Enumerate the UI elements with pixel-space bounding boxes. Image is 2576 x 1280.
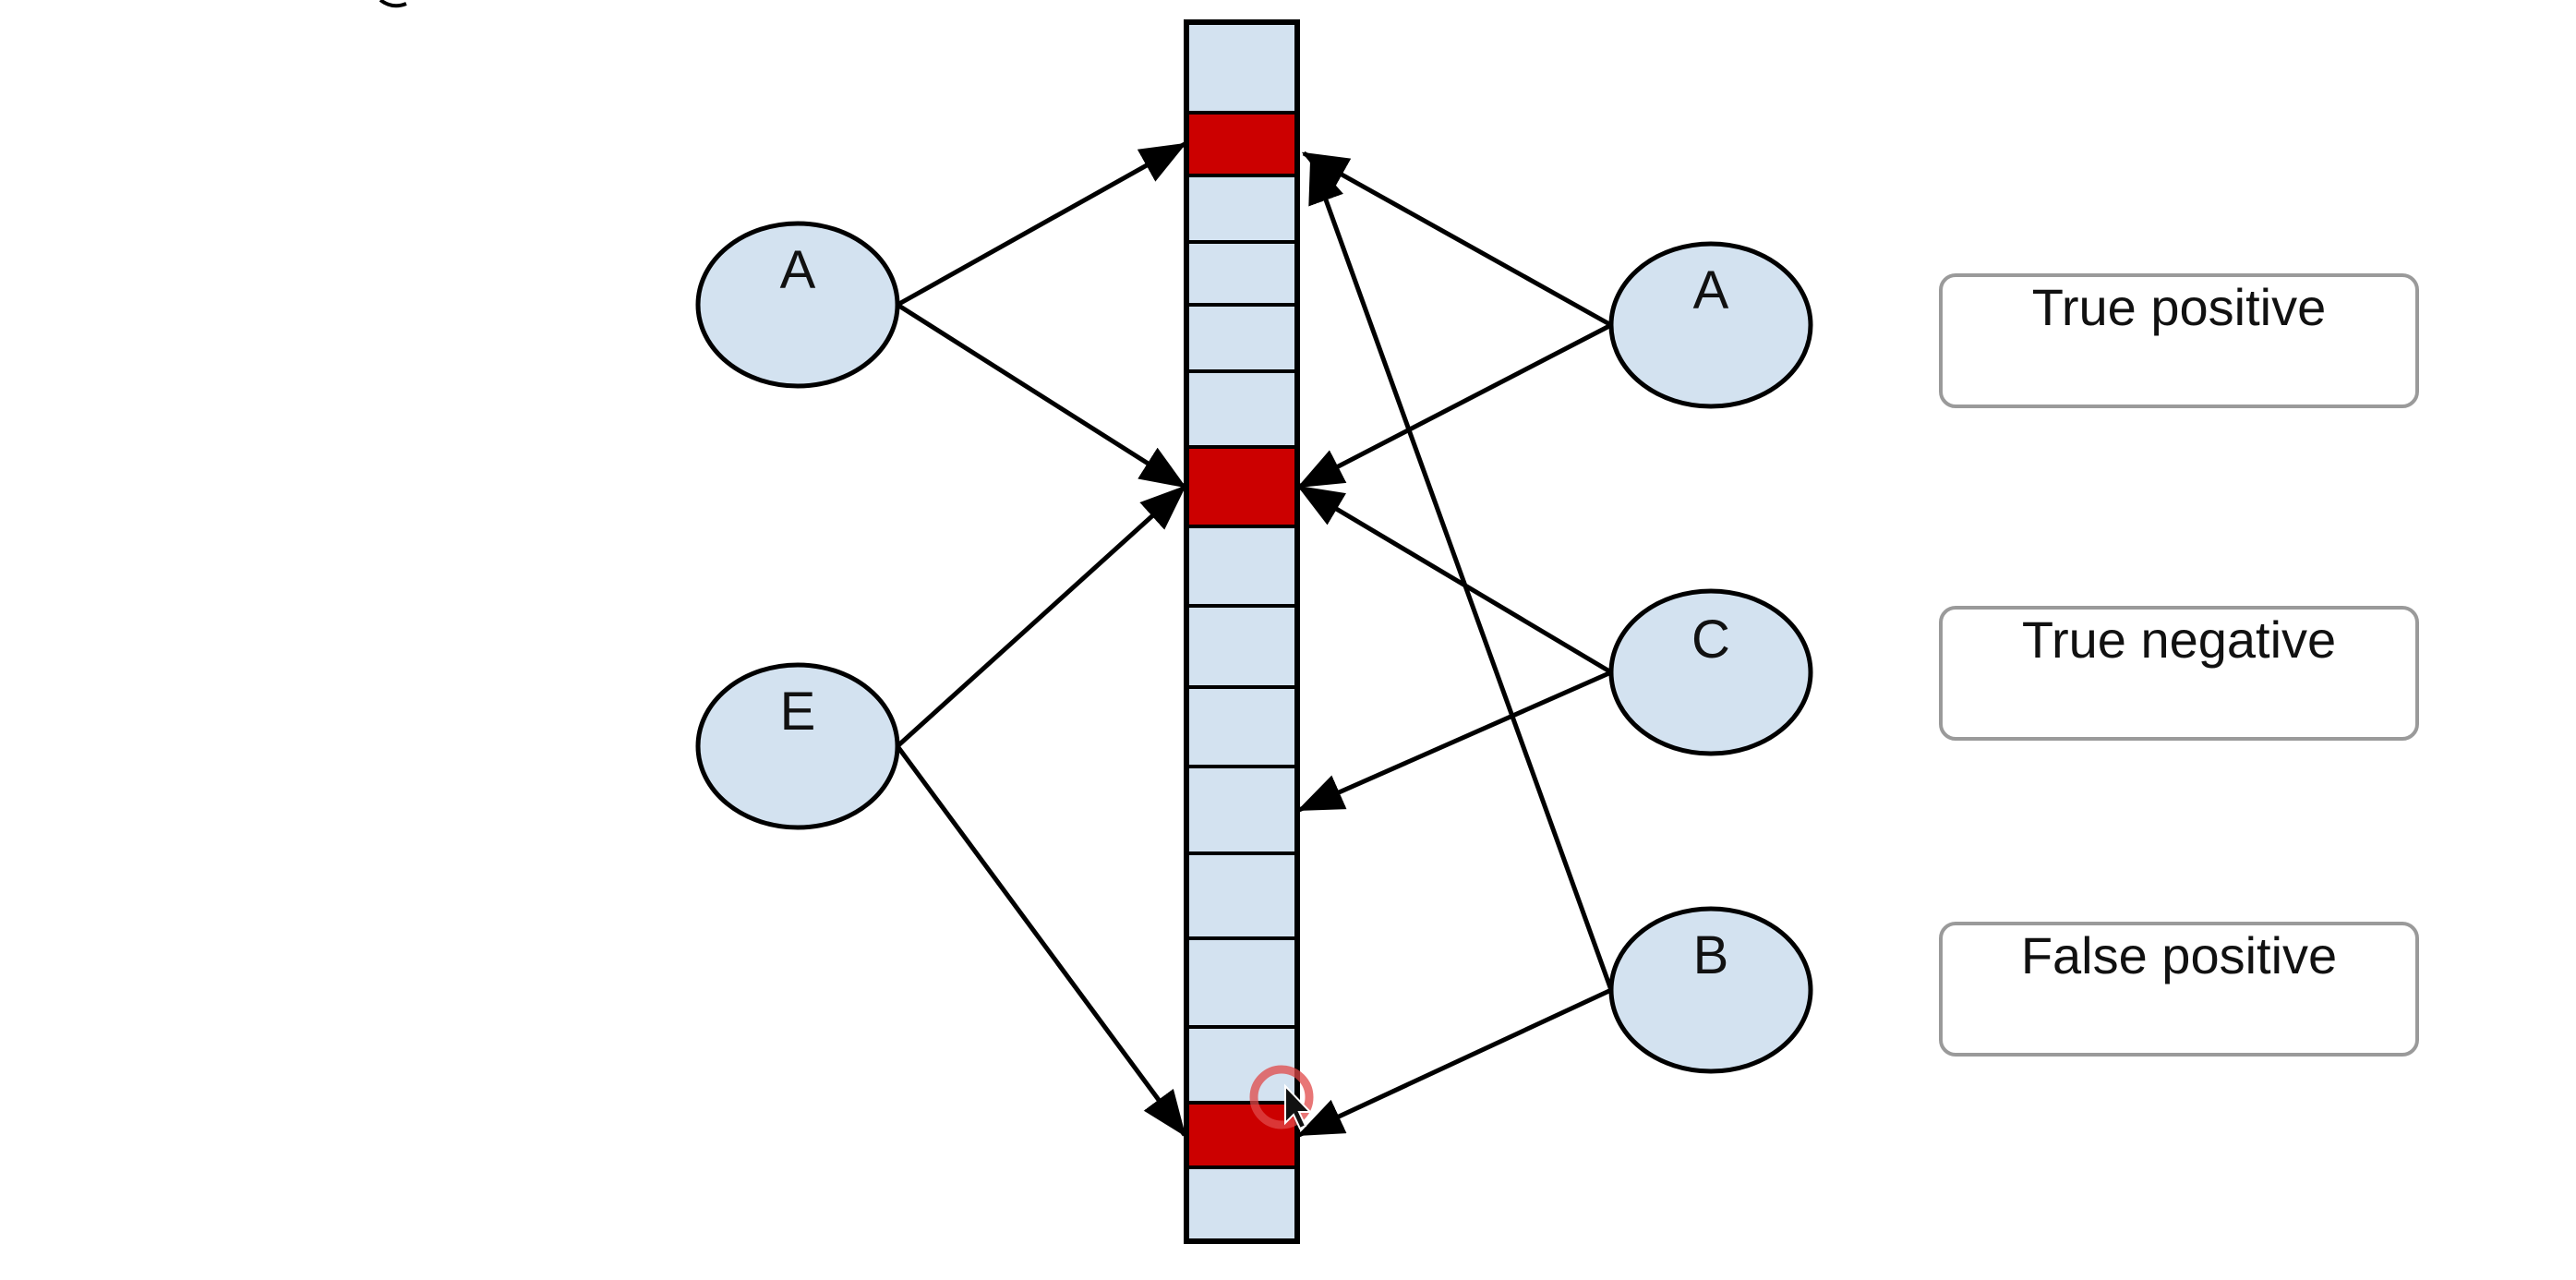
legend-true-negative-box bbox=[1939, 606, 2419, 741]
right-node-a-ellipse bbox=[1608, 241, 1813, 409]
bit-cell bbox=[1185, 303, 1299, 373]
right-node-b-label: B bbox=[1693, 925, 1729, 985]
edge-arrow-left-e-to-cell-6 bbox=[896, 485, 1186, 748]
legend-true-positive-label: True positive bbox=[2032, 278, 2327, 336]
cursor-arrow-icon bbox=[1284, 1083, 1313, 1130]
bit-array bbox=[1184, 19, 1300, 1244]
bit-cell bbox=[1185, 936, 1299, 1029]
legend-true-negative-label: True negative bbox=[2022, 610, 2336, 669]
left-node-a: A bbox=[695, 221, 900, 389]
edge-arrow-right-c-to-cell-10 bbox=[1296, 670, 1613, 813]
bit-cell bbox=[1185, 20, 1299, 115]
right-node-c-label: C bbox=[1691, 610, 1730, 670]
edges-group bbox=[895, 141, 1614, 1138]
edge-arrow-right-b-to-cell-1 bbox=[1308, 156, 1614, 991]
edge-arrow-left-a-to-cell-6 bbox=[896, 302, 1187, 489]
bit-array-outline bbox=[1184, 19, 1300, 1244]
edge-arrow-right-a-to-cell-1 bbox=[1301, 151, 1613, 328]
bit-cell bbox=[1185, 174, 1299, 244]
bit-cell-set bbox=[1185, 445, 1299, 528]
legend-true-positive: True positive bbox=[1939, 273, 2419, 408]
left-node-a-label: A bbox=[780, 240, 816, 300]
legend-false-positive-label: False positive bbox=[2021, 926, 2337, 984]
bit-cell bbox=[1185, 369, 1299, 449]
right-node-a-label: A bbox=[1693, 260, 1729, 320]
right-node-b-ellipse bbox=[1608, 906, 1813, 1074]
bit-cell bbox=[1185, 604, 1299, 689]
legend-false-positive: False positive bbox=[1939, 922, 2419, 1057]
legend-true-negative: True negative bbox=[1939, 606, 2419, 741]
bit-cell bbox=[1185, 1025, 1299, 1105]
bit-cell-set bbox=[1185, 1101, 1299, 1169]
bit-cell bbox=[1185, 765, 1299, 855]
stray-mark bbox=[379, 0, 407, 8]
bit-cell bbox=[1185, 240, 1299, 307]
left-node-e-label: E bbox=[780, 682, 816, 742]
bit-cell bbox=[1185, 525, 1299, 608]
right-node-b: B bbox=[1608, 906, 1813, 1074]
mouse-cursor bbox=[1249, 1065, 1314, 1130]
legend-false-positive-box bbox=[1939, 922, 2419, 1057]
left-node-a-ellipse bbox=[695, 221, 900, 389]
bit-cell bbox=[1185, 851, 1299, 940]
bit-cell bbox=[1185, 1165, 1299, 1243]
edge-arrow-left-e-to-cell-14 bbox=[895, 744, 1187, 1138]
right-node-c-ellipse bbox=[1608, 588, 1813, 756]
edge-arrow-right-b-to-cell-14 bbox=[1296, 987, 1613, 1138]
edge-arrow-right-a-to-cell-6 bbox=[1296, 322, 1613, 489]
legend-true-positive-box bbox=[1939, 273, 2419, 408]
left-node-e-ellipse bbox=[695, 662, 900, 830]
cursor-click-ring bbox=[1249, 1065, 1314, 1129]
bit-cell bbox=[1185, 685, 1299, 768]
right-node-a: A bbox=[1608, 241, 1813, 409]
left-node-e: E bbox=[695, 662, 900, 830]
right-node-c: C bbox=[1608, 588, 1813, 756]
edge-arrow-right-c-to-cell-6 bbox=[1296, 484, 1613, 675]
edge-arrow-left-a-to-cell-1 bbox=[896, 141, 1187, 308]
bit-cell-set bbox=[1185, 111, 1299, 177]
